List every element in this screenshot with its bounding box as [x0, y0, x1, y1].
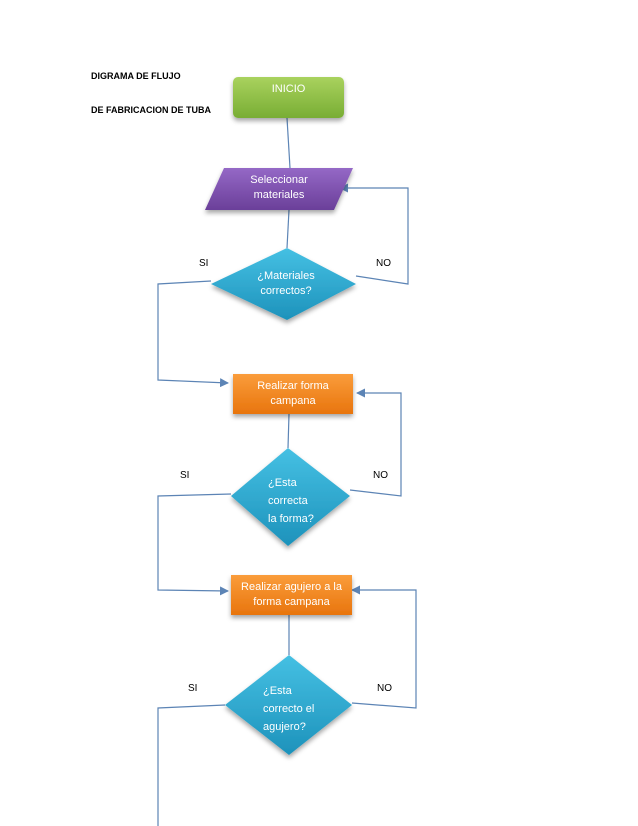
- bell-shape-node: [233, 374, 353, 414]
- decision-hole-node: [225, 655, 352, 755]
- decision2-no-label: NO: [373, 470, 388, 481]
- start-node-label: INICIO: [271, 83, 306, 95]
- connector-decision1-yes: [157, 280, 229, 388]
- decision-shape-node: [231, 448, 350, 546]
- connector-decision3-no: [351, 585, 417, 709]
- connector-decision2-no: [349, 388, 402, 497]
- connector-shape-to-decision2: [287, 413, 290, 449]
- title-line-2: DE FABRICACION DE TUBA: [91, 105, 212, 115]
- connector-start-to-select: [286, 117, 291, 169]
- hole-label: Realizar agujero a la forma campana: [241, 581, 342, 608]
- select-materials-node: [205, 168, 353, 210]
- connector-decision3-yes: [157, 704, 226, 826]
- decision3-yes-label: SI: [188, 683, 198, 694]
- decision-materials-node: [211, 248, 356, 320]
- title-line-1: DIGRAMA DE FLUJO: [91, 71, 181, 81]
- connector-decision1-no: [339, 183, 409, 285]
- connector-decision2-yes: [157, 493, 232, 596]
- decision-hole-label: ¿Esta correcto el agujero?: [263, 685, 315, 733]
- start-node: [233, 77, 344, 118]
- decision2-yes-label: SI: [180, 470, 190, 481]
- connector-select-to-decision1: [286, 209, 290, 249]
- decision1-yes-label: SI: [199, 258, 209, 269]
- decision-shape-label: ¿Esta correcta la forma?: [268, 477, 314, 525]
- decision1-no-label: NO: [376, 258, 391, 269]
- select-materials-label: Seleccionar materiales: [250, 174, 308, 201]
- decision3-no-label: NO: [377, 683, 392, 694]
- connectors: [157, 117, 417, 826]
- hole-node: [231, 575, 352, 615]
- bell-shape-label: Realizar forma campana: [257, 380, 329, 407]
- decision-materials-label: ¿Materiales correctos?: [257, 270, 315, 297]
